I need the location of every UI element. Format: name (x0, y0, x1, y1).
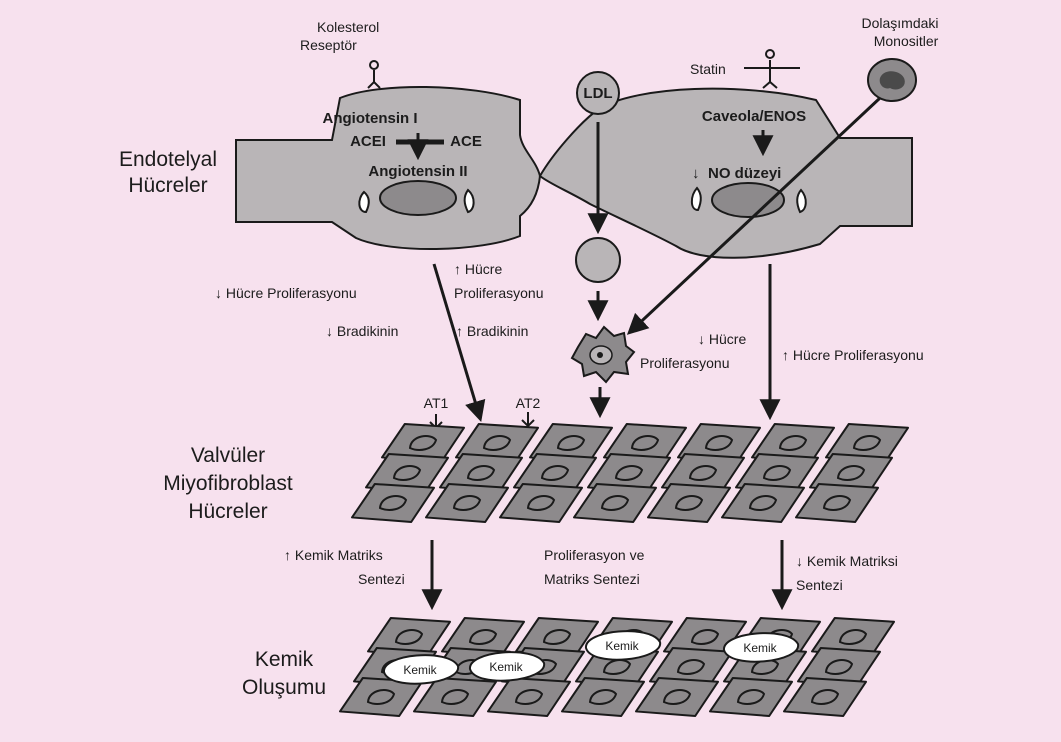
kemik-label: Kemik (489, 660, 523, 674)
valve-title-3: Hücreler (188, 500, 267, 523)
prolif-matrix-label-2: Matriks Sentezi (544, 571, 640, 587)
no-arrow-label: ↓ (692, 165, 700, 182)
nucleus-left (380, 181, 456, 215)
ldl-label: LDL (583, 85, 612, 102)
acei-label: ACEI (350, 133, 386, 150)
kemik-label: Kemik (403, 663, 437, 677)
bone-matrix-up-label-1: ↑ Kemik Matriks (284, 547, 383, 563)
right-down-prolif-label-2: Proliferasyonu (640, 355, 730, 371)
bone-matrix-up-label-2: Sentezi (358, 571, 405, 587)
angiotensin2-label: Angiotensin II (368, 163, 467, 180)
bone-title-2: Oluşumu (242, 676, 326, 699)
no-level-label: NO düzeyi (708, 165, 781, 182)
monocyte-icon (868, 59, 916, 101)
valvular-myofibroblast-layer (352, 424, 908, 522)
left-up-prolif-label-1: ↑ Hücre (454, 261, 502, 277)
monocytes-label-1: Dolaşımdaki (861, 15, 938, 31)
valve-title-1: Valvüler (191, 444, 265, 467)
organelle-right-2 (797, 190, 806, 212)
valve-title-2: Miyofibroblast (163, 472, 293, 495)
monocytes-label-2: Monositler (874, 33, 939, 49)
left-down-brady-label: ↓ Bradikinin (326, 323, 398, 339)
left-down-prolif-label: ↓ Hücre Proliferasyonu (215, 285, 357, 301)
oxidized-ldl-particle (576, 238, 620, 282)
at2-label: AT2 (516, 395, 541, 411)
left-up-prolif-label-2: Proliferasyonu (454, 285, 544, 301)
kemik-label: Kemik (743, 641, 777, 655)
endothelial-title-2: Hücreler (128, 174, 207, 197)
left-up-brady-label: ↑ Bradikinin (456, 323, 528, 339)
ace-label: ACE (450, 133, 482, 150)
kolesterol-label-1: Kolesterol (317, 19, 379, 35)
right-down-prolif-label-1: ↓ Hücre (698, 331, 746, 347)
at1-label: AT1 (424, 395, 449, 411)
prolif-matrix-label-1: Proliferasyon ve (544, 547, 645, 563)
bone-matrix-down-label-2: Sentezi (796, 577, 843, 593)
endothelial-title-1: Endotelyal (119, 148, 217, 171)
bone-matrix-down-label-1: ↓ Kemik Matriksi (796, 553, 898, 569)
angiotensin1-label: Angiotensin I (323, 110, 418, 127)
right-up-prolif-label: ↑ Hücre Proliferasyonu (782, 347, 924, 363)
caveola-label: Caveola/ENOS (702, 108, 806, 125)
bone-title-1: Kemik (255, 648, 314, 671)
kolesterol-label-2: Reseptör (300, 37, 357, 53)
kemik-label: Kemik (605, 639, 639, 653)
organelle-left-1 (359, 192, 368, 212)
statin-label: Statin (690, 61, 726, 77)
